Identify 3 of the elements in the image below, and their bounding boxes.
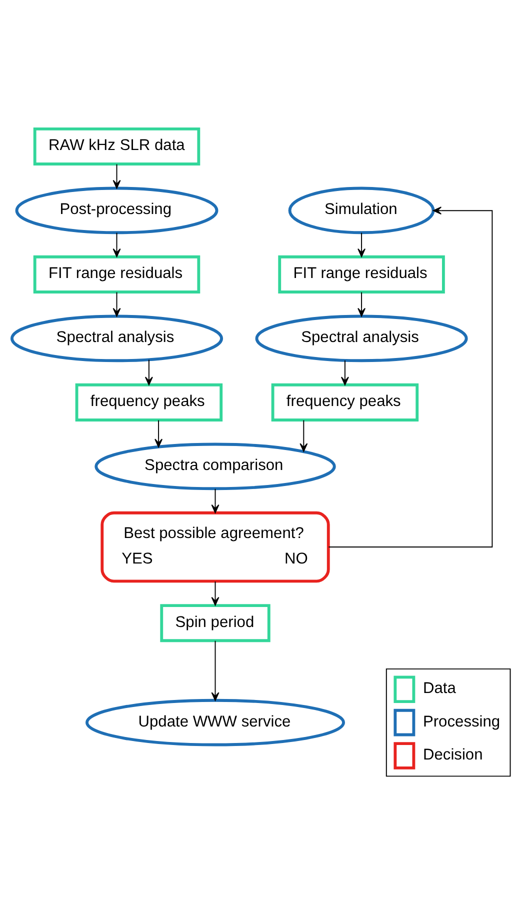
legend-label: Data: [422, 680, 456, 698]
legend-label: Decision: [422, 746, 483, 764]
legend-label: Processing: [422, 713, 500, 730]
